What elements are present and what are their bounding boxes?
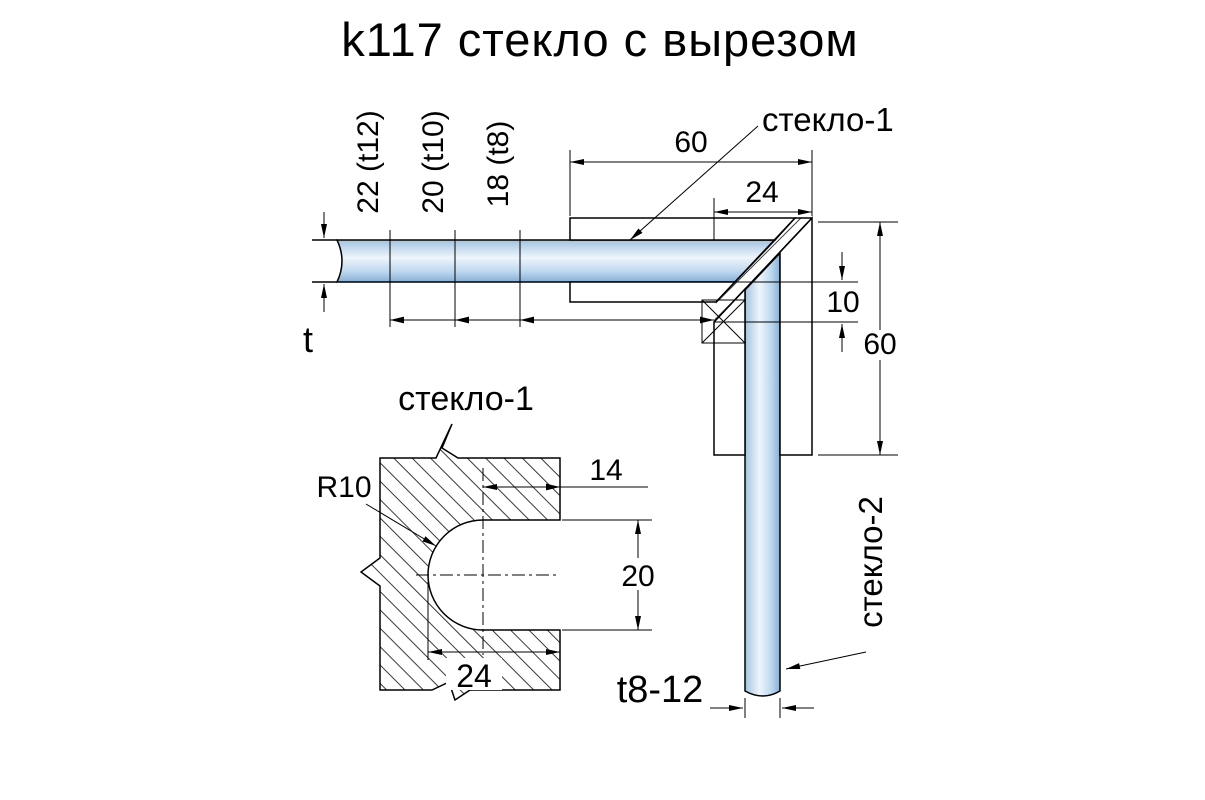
dim-value: t8-12 (617, 669, 704, 711)
dim-thickness-t: t (303, 212, 327, 360)
dim-value: 14 (589, 454, 622, 487)
dim-value: R10 (316, 471, 371, 504)
label-glass2-main: стекло-2 (785, 496, 889, 670)
detail-view: стекло-1 14 20 24 R10 (316, 380, 657, 702)
vertical-glass-pane (744, 251, 781, 697)
dim-insertion-depths: 22 (t12) 20 (t10) 18 (t8) (352, 110, 714, 327)
text-backing (446, 658, 502, 690)
dim-24: 24 (713, 176, 812, 240)
arrowhead (546, 483, 560, 491)
dim-top-60: 60 (569, 126, 813, 216)
text-backing (860, 330, 900, 360)
label-text: стекло-1 (762, 101, 894, 138)
label-text: стекло-2 (852, 496, 889, 628)
leader-line (785, 651, 867, 670)
dim-value: 10 (826, 286, 859, 319)
dim-r10: R10 (316, 471, 437, 547)
text-backing (619, 558, 657, 590)
page-title: k117 стекло с вырезом (341, 13, 858, 66)
bracket-top-plate (569, 217, 797, 241)
dim-value: 60 (674, 126, 707, 159)
miter-joint (713, 217, 813, 323)
dim-value-t8: 18 (t8) (482, 121, 515, 208)
dim-20: 20 (562, 519, 657, 631)
arrowhead (700, 316, 714, 324)
dim-value: 60 (863, 328, 896, 361)
dim-value-t12: 22 (t12) (352, 110, 385, 213)
dim-value: t (303, 319, 313, 360)
horizontal-glass-pane (335, 239, 777, 283)
main-view: 60 24 60 10 (303, 101, 900, 718)
arrowhead (520, 316, 534, 324)
arrowhead (390, 316, 404, 324)
miter-line-inner (715, 217, 796, 303)
bracket-bottom-plate (569, 281, 737, 303)
dim-value: 20 (621, 560, 654, 593)
detail-title: стекло-1 (398, 380, 534, 418)
dim-right-60: 60 (818, 221, 900, 456)
dim-14: 14 (483, 454, 648, 491)
leader-line (629, 125, 759, 241)
dim-24-detail: 24 (427, 582, 560, 694)
label-glass1-main: стекло-1 (629, 101, 894, 241)
bracket-right-plate (779, 216, 813, 456)
miter-line-outer (713, 217, 813, 323)
dim-value: 24 (456, 658, 492, 694)
dim-value-t10: 20 (t10) (417, 110, 450, 213)
dim-10: 10 (714, 252, 860, 352)
dim-t8-12: t8-12 (617, 669, 814, 718)
arrowhead (455, 316, 469, 324)
dim-value: 24 (745, 176, 778, 209)
leader-line (365, 503, 437, 547)
